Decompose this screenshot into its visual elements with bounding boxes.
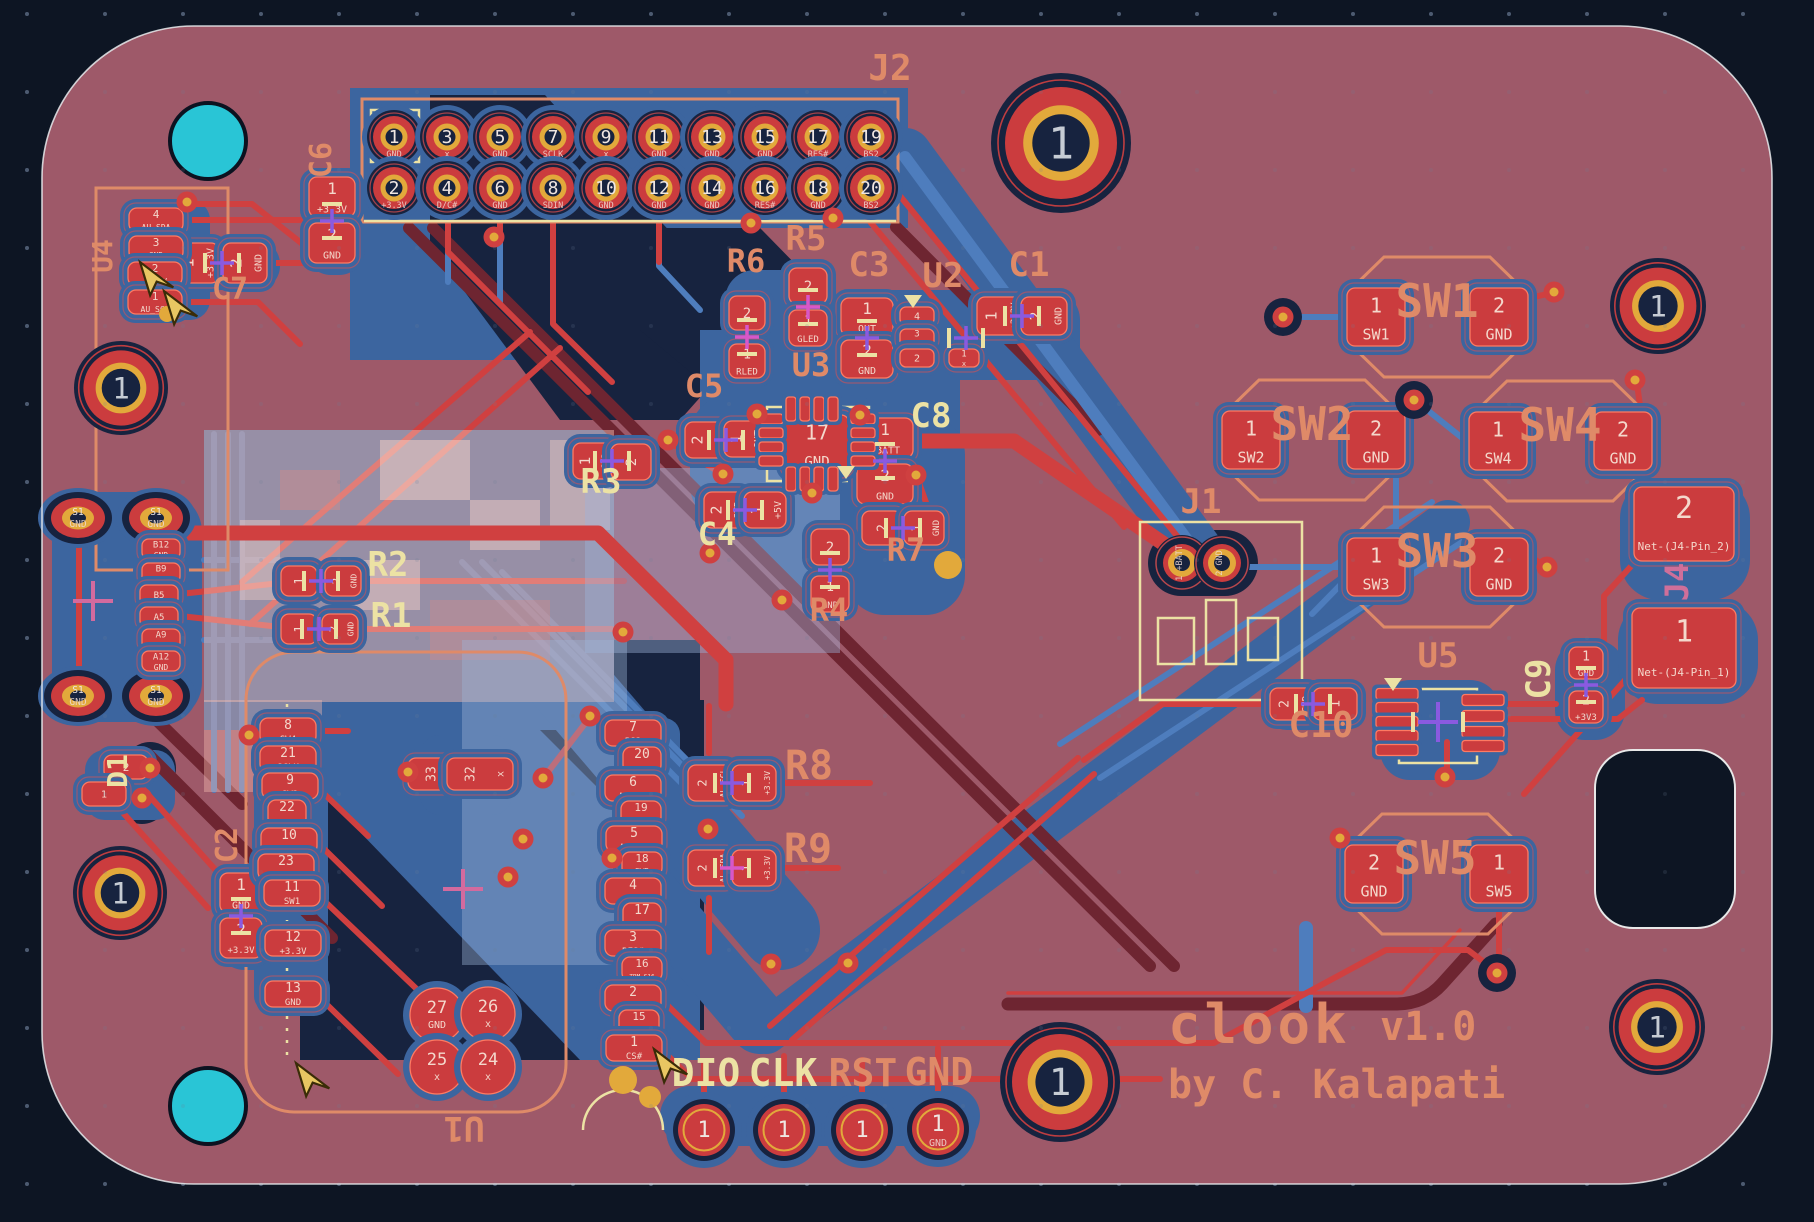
refdes-R8[interactable]: R8	[785, 743, 833, 789]
refdes-C2[interactable]: C2	[210, 827, 245, 863]
refdes-SW3[interactable]: SW3	[1395, 524, 1478, 578]
cursor-arrow	[161, 288, 199, 328]
refdes-SW1[interactable]: SW1	[1395, 274, 1478, 328]
refdes-RST[interactable]: RST	[829, 1051, 898, 1095]
refdes-C4[interactable]: C4	[698, 515, 737, 553]
refdes-CLK[interactable]: CLK	[749, 1051, 818, 1095]
refdes-R5[interactable]: R5	[786, 219, 827, 259]
refdes-R7[interactable]: R7	[887, 531, 926, 569]
refdes-J4[interactable]: J4	[1658, 563, 1696, 602]
refdes-R6[interactable]: R6	[727, 242, 766, 280]
refdes-C7[interactable]: C7	[212, 272, 248, 307]
refdes-U1[interactable]: U1	[444, 1108, 485, 1148]
refdes-SW4[interactable]: SW4	[1518, 398, 1601, 452]
refdes-J1[interactable]: J1	[1181, 482, 1222, 522]
selection-cursors	[137, 259, 689, 1100]
refdes-U5[interactable]: U5	[1418, 636, 1459, 676]
refdes-SW5[interactable]: SW5	[1393, 831, 1476, 885]
refdes-R3[interactable]: R3	[581, 462, 622, 502]
refdes-U2[interactable]: U2	[923, 256, 964, 296]
refdes-C6[interactable]: C6	[304, 142, 339, 178]
refdes-C8[interactable]: C8	[911, 396, 952, 436]
refdes-D1[interactable]: D1	[101, 754, 134, 788]
title-block[interactable]: clook v1.0 by C. Kalapati	[1168, 993, 1505, 1108]
cursor-arrow	[293, 1060, 331, 1100]
board-edge-outline	[41, 25, 1773, 1185]
cursor-arrow	[137, 259, 175, 299]
refdes-SW2[interactable]: SW2	[1270, 397, 1353, 451]
cursor-arrow	[651, 1046, 689, 1086]
refdes-C10[interactable]: C10	[1288, 705, 1353, 746]
refdes-R1[interactable]: R1	[371, 596, 412, 636]
refdes-R4[interactable]: R4	[810, 591, 849, 629]
refdes-C5[interactable]: C5	[685, 367, 724, 405]
board-author[interactable]: by C. Kalapati	[1168, 1062, 1505, 1108]
refdes-J2[interactable]: J2	[868, 48, 911, 89]
refdes-R9[interactable]: R9	[784, 826, 832, 872]
refdes-C3[interactable]: C3	[849, 245, 890, 285]
refdes-GND[interactable]: GND	[905, 1050, 974, 1094]
refdes-C1[interactable]: C1	[1009, 245, 1050, 285]
refdes-U4[interactable]: U4	[86, 239, 119, 273]
refdes-C9[interactable]: C9	[1519, 659, 1559, 700]
board-title[interactable]: clook	[1168, 993, 1351, 1056]
refdes-U3[interactable]: U3	[792, 346, 831, 384]
refdes-R2[interactable]: R2	[368, 545, 409, 585]
board-version[interactable]: v1.0	[1380, 1004, 1476, 1050]
